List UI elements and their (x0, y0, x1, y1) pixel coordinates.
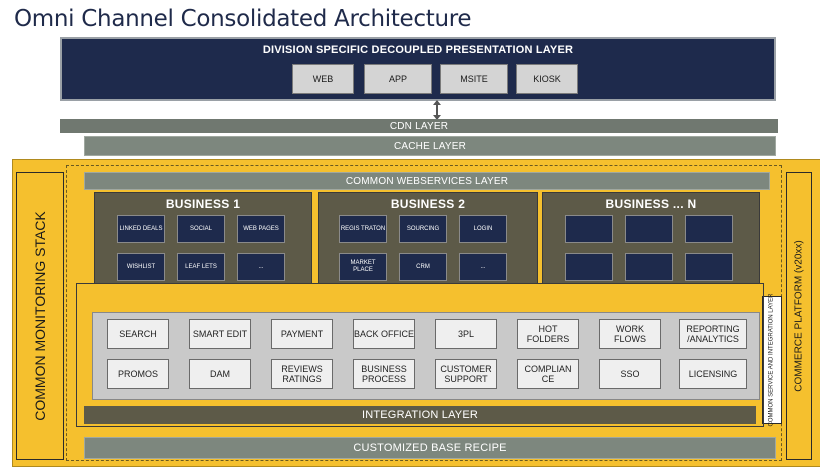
business-2-item: SOURCING (399, 215, 447, 243)
service-sso: SSO (599, 359, 661, 389)
business-1-item: SOCIAL (177, 215, 225, 243)
business-n-item (565, 215, 613, 243)
common-services-panel: SEARCH SMART EDIT PAYMENT BACK OFFICE 3P… (92, 312, 760, 400)
service-reporting-analytics: REPORTING /ANALYTICS (679, 319, 747, 349)
service-promos: PROMOS (107, 359, 169, 389)
business-n-panel: BUSINESS ... N (542, 192, 760, 284)
business-1-panel: BUSINESS 1 LINKED DEALS SOCIAL WEB PAGES… (94, 192, 312, 284)
service-integration-label: COMMON SERVICE AND INTEGRATION LAYER (768, 293, 775, 427)
service-dam: DAM (189, 359, 251, 389)
commerce-platform-label: COMMERCE PLATFORM (v20xx) (793, 240, 805, 392)
channel-web: WEB (292, 64, 354, 94)
business-2-item: MARKET PLACE (339, 253, 387, 281)
service-work-flows: WORK FLOWS (599, 319, 661, 349)
bidirectional-connector (436, 101, 438, 119)
business-1-item: LINKED DEALS (117, 215, 165, 243)
business-n-item (565, 253, 613, 281)
service-3pl: 3PL (435, 319, 497, 349)
arrow-down-icon (433, 115, 441, 120)
service-compliance: COMPLIAN CE (517, 359, 579, 389)
service-smart-edit: SMART EDIT (189, 319, 251, 349)
business-2-item: ... (459, 253, 507, 281)
business-1-item: LEAF LETS (177, 253, 225, 281)
business-2-item: CRM (399, 253, 447, 281)
business-n-item (685, 215, 733, 243)
channel-kiosk: KIOSK (516, 64, 578, 94)
service-licensing: LICENSING (679, 359, 747, 389)
presentation-layer-label: DIVISION SPECIFIC DECOUPLED PRESENTATION… (262, 44, 574, 56)
customized-base-recipe: CUSTOMIZED BASE RECIPE (84, 437, 776, 459)
service-search: SEARCH (107, 319, 169, 349)
services-frame (76, 283, 764, 427)
business-2-panel: BUSINESS 2 REGIS TRATON SOURCING LOGIN M… (318, 192, 538, 284)
business-n-item (625, 215, 673, 243)
business-1-item: WEB PAGES (237, 215, 285, 243)
cache-layer: CACHE LAYER (84, 136, 776, 156)
service-integration-layer: COMMON SERVICE AND INTEGRATION LAYER (762, 293, 782, 427)
business-1-item: WISHLIST (117, 253, 165, 281)
page-title: Omni Channel Consolidated Architecture (14, 6, 472, 32)
monitoring-stack: COMMON MONITORING STACK (16, 172, 64, 460)
cdn-layer: CDN LAYER (60, 119, 778, 133)
business-n-title: BUSINESS ... N (605, 197, 697, 211)
business-n-item (685, 253, 733, 281)
business-2-item: LOGIN (459, 215, 507, 243)
service-hot-folders: HOT FOLDERS (517, 319, 579, 349)
business-1-item: ... (237, 253, 285, 281)
arrow-up-icon (433, 100, 441, 105)
service-back-office: BACK OFFICE (353, 319, 415, 349)
presentation-layer: DIVISION SPECIFIC DECOUPLED PRESENTATION… (60, 37, 776, 101)
monitoring-stack-label: COMMON MONITORING STACK (32, 211, 48, 421)
common-webservices-layer: COMMON WEBSERVICES LAYER (84, 172, 770, 190)
service-customer-support: CUSTOMER SUPPORT (435, 359, 497, 389)
business-2-title: BUSINESS 2 (390, 197, 466, 211)
integration-layer: INTEGRATION LAYER (84, 406, 756, 424)
service-business-process: BUSINESS PROCESS (353, 359, 415, 389)
channel-msite: MSITE (440, 64, 508, 94)
service-reviews-ratings: REVIEWS RATINGS (271, 359, 333, 389)
channel-app: APP (364, 64, 432, 94)
business-2-item: REGIS TRATON (339, 215, 387, 243)
commerce-platform: COMMERCE PLATFORM (v20xx) (786, 172, 812, 460)
business-n-item (625, 253, 673, 281)
service-payment: PAYMENT (271, 319, 333, 349)
business-1-title: BUSINESS 1 (165, 197, 241, 211)
